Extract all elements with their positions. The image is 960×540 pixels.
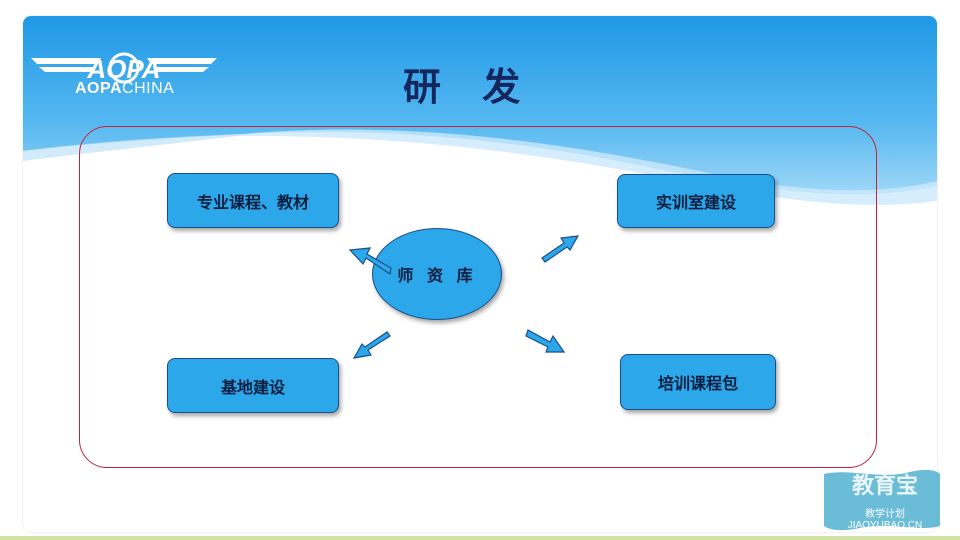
logo-wordmark-bold: AOPA [75, 80, 123, 97]
arrow-bottom-right [525, 329, 566, 353]
logo-mark: AOPA [86, 54, 160, 84]
node-top-left: 专业课程、教材 [167, 173, 339, 228]
watermark-sub: 教学计划 [865, 509, 905, 520]
node-bottom-left: 基地建设 [167, 358, 339, 413]
watermark-text: 教育宝 [851, 474, 918, 499]
aopa-logo: AOPA [31, 52, 217, 84]
logo-wordmark: AOPACHINA [75, 80, 174, 98]
node-bottom-right: 培训课程包 [620, 354, 776, 410]
logo-wordmark-rest: CHINA [122, 80, 175, 97]
slide-title: 研 发 [403, 64, 535, 109]
watermark-badge [824, 469, 940, 531]
arrow-top-right [541, 235, 580, 263]
diagram-frame [79, 126, 877, 468]
watermark-url-text: JIAOYUBAO.CN [847, 520, 923, 531]
arrow-bottom-left [352, 331, 391, 359]
node-top-right: 实训室建设 [617, 174, 775, 228]
arrow-top-left [348, 247, 392, 276]
bottom-accent-line [0, 536, 960, 540]
center-node: 师 资 库 [372, 228, 502, 320]
